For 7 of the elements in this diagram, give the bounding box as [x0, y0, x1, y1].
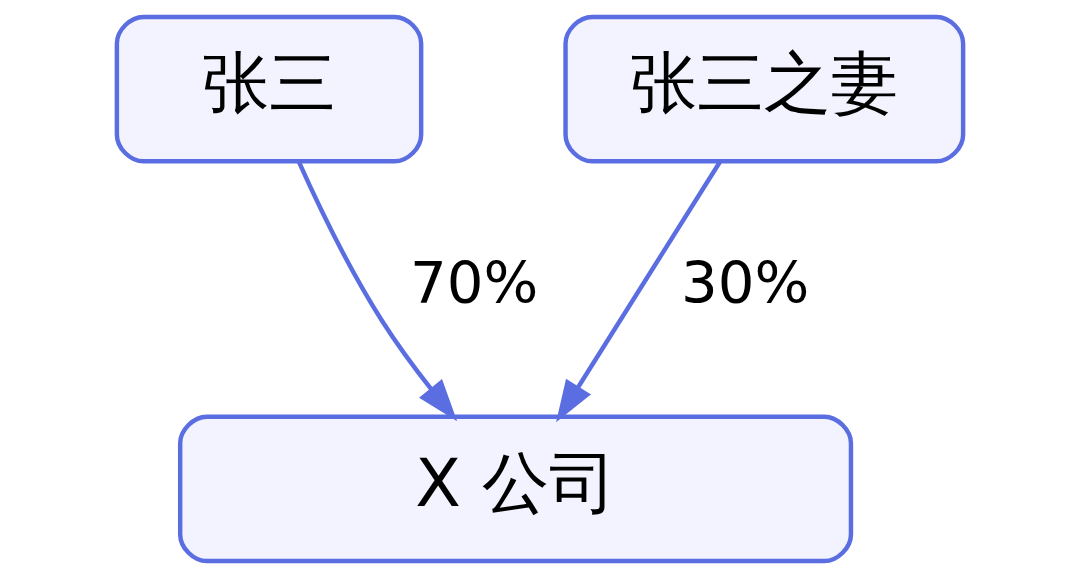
node-box: 张三之妻	[563, 14, 966, 164]
edge-label: 70%	[410, 248, 539, 317]
arrow	[296, 160, 458, 422]
node-box: 张三	[114, 14, 424, 164]
edge-label: 30%	[680, 248, 810, 317]
arrow	[556, 160, 722, 423]
node-box: X 公司	[177, 414, 854, 564]
